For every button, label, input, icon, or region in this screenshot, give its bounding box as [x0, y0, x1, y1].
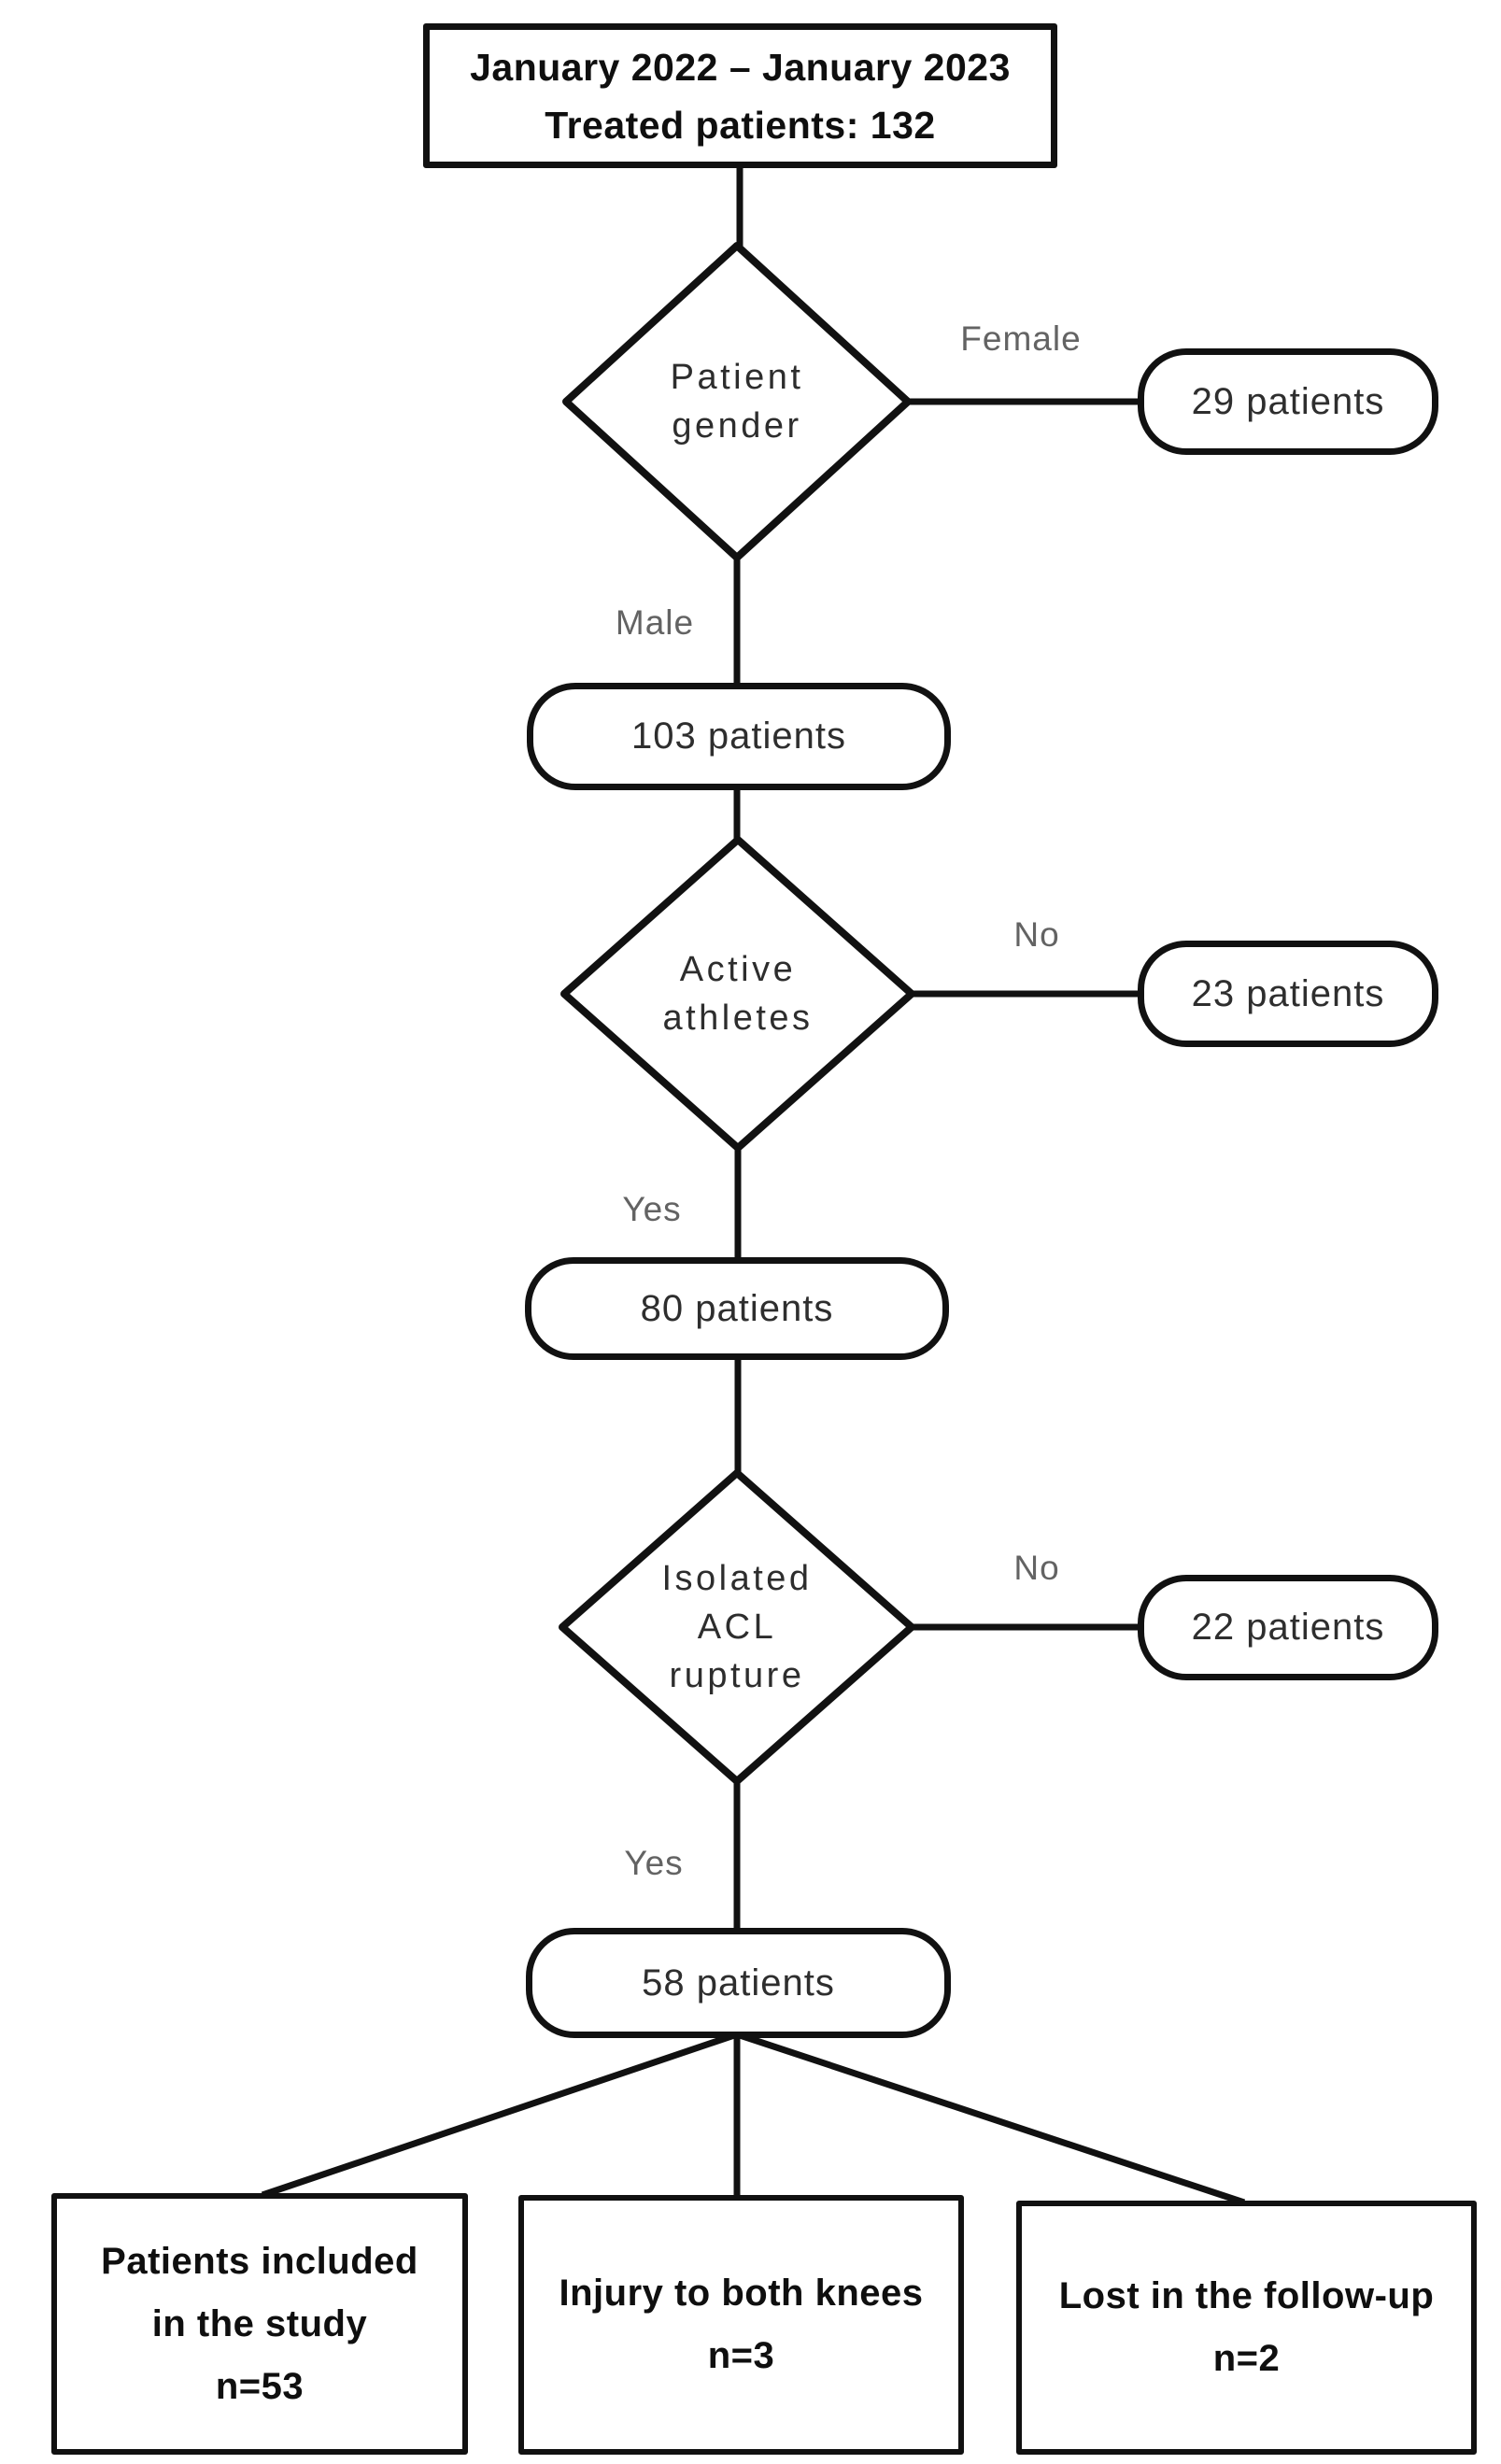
decision-diamond-active-athletes	[560, 836, 915, 1152]
connector-58-to-included	[261, 2031, 739, 2199]
title-box: January 2022 – January 2023 Treated pati…	[423, 23, 1057, 168]
outcome-line: Patients included	[101, 2240, 418, 2282]
outcome-box-lost-follow-up: Lost in the follow-up n=2	[1016, 2201, 1477, 2455]
result-pill-103-patients: 103 patients	[527, 683, 951, 790]
edge-label-male: Male	[615, 603, 695, 642]
result-pill-22-patients: 22 patients	[1138, 1575, 1438, 1680]
decision-diamond-patient-gender	[562, 242, 912, 561]
result-pill-58-patients: 58 patients	[526, 1928, 951, 2038]
edge-label-no-acl: No	[1013, 1549, 1060, 1587]
connector-58-to-lost	[735, 2031, 1246, 2206]
result-pill-23-patients: 23 patients	[1138, 941, 1438, 1047]
title-box-line2: Treated patients: 132	[545, 103, 936, 147]
decision-diamond-isolated-acl	[559, 1469, 915, 1785]
outcome-line: n=2	[1212, 2338, 1281, 2379]
outcome-box-included-in-study: Patients included in the study n=53	[51, 2193, 468, 2455]
outcome-line: in the study	[151, 2302, 368, 2344]
outcome-line: Injury to both knees	[559, 2273, 924, 2314]
edge-label-female: Female	[960, 319, 1082, 358]
title-box-line1: January 2022 – January 2023	[470, 45, 1011, 89]
edge-label-yes-athletes: Yes	[622, 1190, 682, 1228]
outcome-box-injury-both-knees: Injury to both knees n=3	[518, 2195, 964, 2455]
result-pill-29-patients: 29 patients	[1138, 348, 1438, 455]
outcome-line: n=53	[215, 2365, 304, 2407]
edge-label-no-athletes: No	[1013, 915, 1060, 954]
result-pill-80-patients: 80 patients	[525, 1257, 949, 1360]
outcome-line: Lost in the follow-up	[1058, 2275, 1435, 2316]
edge-label-yes-acl: Yes	[624, 1844, 684, 1882]
outcome-line: n=3	[707, 2335, 775, 2376]
